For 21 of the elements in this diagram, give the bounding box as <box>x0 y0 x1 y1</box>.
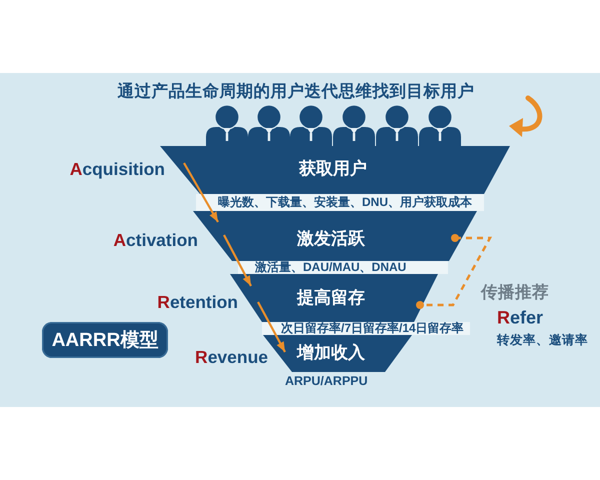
stage-title: 增加收入 <box>297 343 365 363</box>
rounded-box: AARRR模型 <box>42 322 168 358</box>
metric-band: 曝光数、下载量、安装量、DNU、用户获取成本 <box>196 194 484 211</box>
metric-text: ARPU/ARPPU <box>285 374 368 388</box>
stage-label: Activation <box>113 230 198 250</box>
metric-band: 次日留存率/7日留存率/14日留存率 <box>262 322 470 335</box>
stage-title: 激发活跃 <box>297 229 365 249</box>
stage-title: 获取用户 <box>299 159 367 179</box>
annotation-text: 传播推荐 <box>481 284 549 302</box>
arrow <box>183 162 219 223</box>
metric-text: 转发率、邀请率 <box>497 332 588 348</box>
stage-label: Revenue <box>195 346 268 368</box>
arrow <box>257 301 286 353</box>
dashed-connector <box>416 234 492 309</box>
stage-label: Acquisition <box>70 158 165 180</box>
arrow <box>223 234 252 287</box>
stage-label: Refer <box>497 308 544 328</box>
metric-band: 激活量、DAU/MAU、DNAU <box>238 261 448 274</box>
title: 通过产品生命周期的用户迭代思维找到目标用户 <box>118 82 474 102</box>
stage-label: Retention <box>157 292 238 312</box>
stage-title: 提高留存 <box>297 288 365 308</box>
